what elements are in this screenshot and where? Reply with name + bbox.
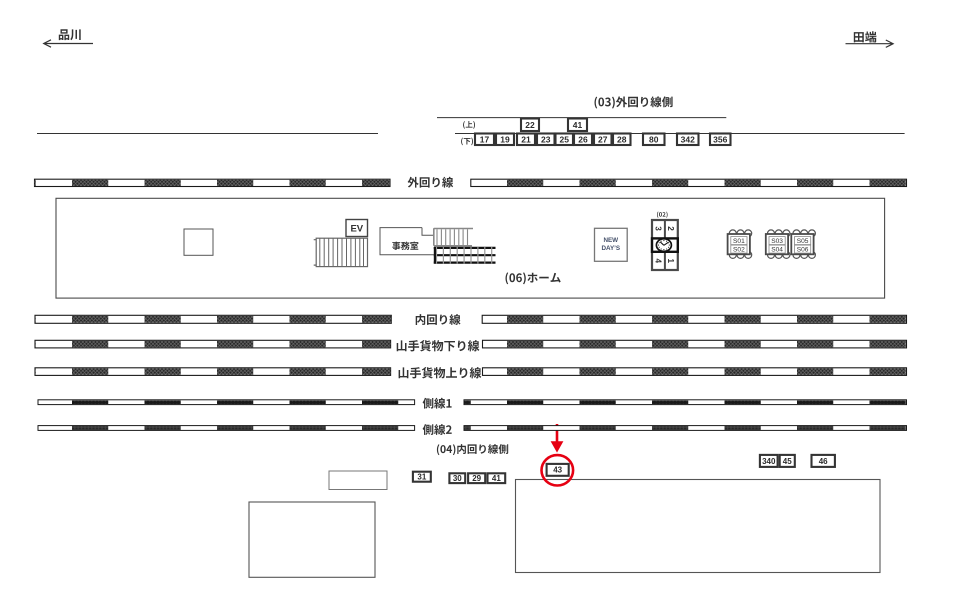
svg-text:28: 28	[617, 134, 627, 144]
svg-text:23: 23	[541, 134, 551, 144]
svg-text:80: 80	[649, 134, 659, 144]
svg-text:19: 19	[500, 134, 510, 144]
svg-text:4: 4	[654, 259, 663, 264]
svg-text:S02: S02	[733, 247, 745, 254]
svg-text:25: 25	[560, 134, 570, 144]
svg-text:31: 31	[417, 473, 426, 482]
svg-text:17: 17	[480, 134, 490, 144]
svg-text:S06: S06	[797, 247, 809, 254]
svg-text:41: 41	[492, 474, 501, 483]
svg-text:S03: S03	[771, 238, 783, 245]
svg-text:22: 22	[525, 120, 535, 130]
svg-text:26: 26	[578, 134, 588, 144]
svg-text:43: 43	[553, 466, 562, 475]
svg-text:29: 29	[472, 474, 481, 483]
svg-text:41: 41	[573, 120, 583, 130]
svg-text:356: 356	[713, 134, 727, 144]
svg-text:342: 342	[681, 134, 695, 144]
svg-text:27: 27	[598, 134, 608, 144]
svg-text:3: 3	[654, 226, 663, 231]
svg-text:340: 340	[762, 457, 776, 466]
svg-text:NEW: NEW	[603, 237, 618, 244]
svg-text:2: 2	[666, 226, 675, 231]
svg-text:30: 30	[453, 474, 462, 483]
svg-text:S01: S01	[733, 238, 745, 245]
svg-text:S05: S05	[797, 238, 809, 245]
svg-text:21: 21	[521, 134, 531, 144]
svg-text:DAY’S: DAY’S	[601, 245, 620, 252]
svg-text:S04: S04	[771, 247, 783, 254]
svg-text:45: 45	[783, 457, 792, 466]
svg-text:1: 1	[666, 259, 675, 264]
svg-text:EV: EV	[350, 223, 363, 234]
svg-text:46: 46	[819, 457, 828, 466]
